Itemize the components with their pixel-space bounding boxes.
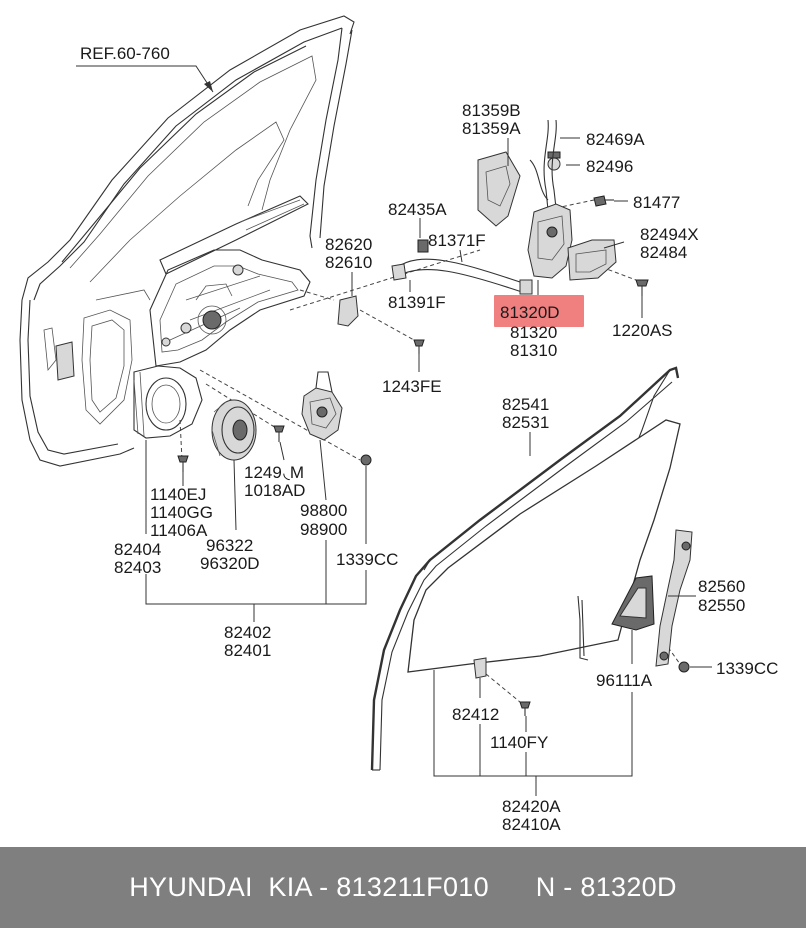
- delta-cover-and-channel: [473, 529, 693, 679]
- speaker-opening: [145, 377, 187, 431]
- callout-1243fe: 1243FE: [382, 377, 442, 396]
- ref-label: REF.60-760: [80, 44, 170, 63]
- glass-and-channel: [370, 366, 681, 771]
- callout-81320d: 81320D: [500, 303, 560, 322]
- callout-96111a: 96111A: [596, 671, 653, 690]
- glass-clip: [473, 657, 487, 679]
- speaker: [211, 399, 257, 461]
- door-latch: [477, 119, 617, 281]
- callout-82404: 82404 82403: [114, 540, 166, 577]
- callout-82469a: 82469A: [586, 130, 645, 149]
- callout-82412: 82412: [452, 705, 499, 724]
- callout-81359: 81359B 81359A: [462, 101, 525, 138]
- callout-82496: 82496: [586, 157, 633, 176]
- highlight-box: [494, 295, 584, 327]
- footer-part-numbers: HYUNDAI KIA - 813211F010 N - 81320D: [129, 872, 677, 902]
- door-glass: [407, 419, 681, 673]
- callout-96322: 96322 96320D: [200, 536, 260, 573]
- rear-channel: [655, 529, 693, 667]
- callout-82435a: 82435A: [388, 200, 447, 219]
- callout-82420a: 82420A 82410A: [502, 797, 564, 834]
- callout-82402: 82402 82401: [224, 623, 276, 660]
- door-frame: [19, 15, 355, 467]
- callout-1140ej: 1140EJ 1140GG 11406A: [150, 485, 218, 540]
- callout-1140fy: 1140FY: [490, 733, 548, 752]
- callout-81391f: 81391F: [388, 293, 446, 312]
- leader-lines: [145, 137, 712, 796]
- ref-leader-line: [76, 65, 214, 93]
- callout-98800: 98800 98900: [300, 501, 352, 539]
- handle-and-cables: [337, 258, 533, 327]
- latch-bracket: [477, 151, 521, 227]
- part-number-footer: HYUNDAI KIA - 813211F010 N - 81320D: [0, 847, 806, 928]
- window-motor: [301, 371, 343, 441]
- callout-82620: 82620 82610: [325, 235, 377, 272]
- exploded-parts-diagram: REF.60-760: [19, 15, 778, 834]
- callout-81477: 81477: [633, 193, 680, 212]
- callout-labels: 81359B 81359A 82469A 82496 81477 82435A …: [114, 101, 778, 834]
- callout-82541: 82541 82531: [502, 395, 554, 432]
- callout-81371f: 81371F: [428, 231, 486, 250]
- callout-82494: 82494X 82484: [640, 225, 703, 262]
- fasteners: [177, 151, 690, 716]
- inside-handle: [337, 295, 359, 327]
- callout-1249m: 1249 ◟M 1018AD: [244, 463, 309, 500]
- ref-callout: REF.60-760: [76, 44, 214, 93]
- callout-1339cc-b: 1339CC: [716, 659, 778, 678]
- callout-1220as: 1220AS: [612, 321, 673, 340]
- window-regulator: [133, 195, 311, 439]
- regulator-motor-hub: [202, 310, 222, 330]
- latch-cover: [567, 239, 617, 281]
- callout-82560: 82560 82550: [698, 577, 750, 615]
- callout-81320: 81320 81310: [510, 323, 562, 360]
- callout-1339cc-a: 1339CC: [336, 550, 398, 569]
